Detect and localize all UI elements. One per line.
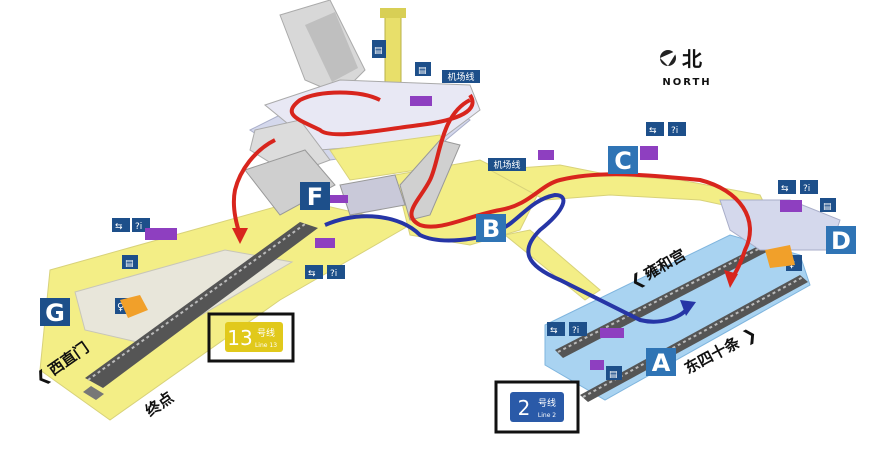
- line2-number: 2: [518, 396, 531, 420]
- svg-text:▤: ▤: [125, 259, 134, 269]
- svg-text:▤: ▤: [418, 66, 427, 76]
- ticket-icon: ⇆: [547, 322, 565, 336]
- svg-text:⇆: ⇆: [649, 126, 657, 136]
- elevator-icon: ▤: [606, 366, 622, 380]
- exit-a-badge[interactable]: A: [646, 348, 676, 377]
- svg-text:♀: ♀: [117, 302, 124, 313]
- ticket-icon: ⇆: [112, 218, 130, 232]
- exit-label: A: [652, 349, 671, 377]
- station-hall: [244, 0, 481, 221]
- transfer-route-red: [231, 90, 752, 288]
- info-icon: ?i: [668, 122, 686, 136]
- exit-label: G: [45, 299, 65, 327]
- svg-text:⇆: ⇆: [115, 222, 123, 232]
- line13-badge: 13 号线 Line 13: [207, 312, 295, 363]
- svg-text:?i: ?i: [330, 269, 337, 279]
- exit-c-badge[interactable]: C: [608, 146, 638, 175]
- airport-express-sign: 机场线: [488, 158, 526, 171]
- exit-label: D: [831, 227, 851, 255]
- line13-number: 13: [227, 326, 252, 350]
- compass-arrow-icon: [660, 50, 678, 66]
- elevator-icon: ▤: [372, 40, 386, 58]
- svg-text:▤: ▤: [823, 202, 832, 212]
- line2-cn: 号线: [538, 397, 556, 409]
- svg-text:?i: ?i: [803, 184, 810, 194]
- exit-label: B: [482, 215, 500, 243]
- ticket-icon: ⇆: [646, 122, 664, 136]
- info-icon: ?i: [800, 180, 818, 194]
- line13-platform: [39, 199, 412, 421]
- elevator-icon: ▤: [122, 255, 138, 269]
- svg-text:▤: ▤: [609, 370, 618, 380]
- compass-label-cn: 北: [682, 47, 702, 71]
- ticket-icon: ⇆: [778, 180, 796, 194]
- exit-d-badge[interactable]: D: [826, 226, 856, 255]
- svg-text:⇆: ⇆: [308, 269, 316, 279]
- line2-en: Line 2: [538, 412, 556, 419]
- info-icon: ?i: [569, 322, 587, 336]
- facility-icons: ?i ⇆ ▤ ♀ ▤ ▤ ⇆ ?i ⇆ ?i ▤ ♀ ⇆ ?i ⇆ ?i ▤: [112, 40, 836, 380]
- transfer-route-blue: [324, 192, 696, 324]
- elevator-icon: ▤: [415, 62, 431, 76]
- svg-text:?i: ?i: [135, 222, 142, 232]
- line2-badge: 2 号线 Line 2: [494, 380, 580, 434]
- exit-label: F: [307, 183, 323, 211]
- exit-b-badge[interactable]: B: [476, 214, 506, 243]
- svg-text:⇆: ⇆: [550, 326, 558, 336]
- svg-text:?i: ?i: [572, 326, 579, 336]
- ticket-icon: ⇆: [305, 265, 323, 279]
- airport-express-label: 机场线: [493, 159, 520, 171]
- elevator-icon: ▤: [820, 198, 836, 212]
- airport-express-sign: 机场线: [442, 70, 480, 83]
- exit-g-badge[interactable]: G: [40, 298, 70, 327]
- svg-text:⇆: ⇆: [781, 184, 789, 194]
- svg-text:?i: ?i: [671, 126, 678, 136]
- line13-cn: 号线: [257, 327, 275, 339]
- airport-express-label: 机场线: [447, 71, 474, 83]
- north-compass: 北 NORTH: [660, 47, 711, 88]
- compass-label-en: NORTH: [662, 77, 711, 88]
- svg-text:▤: ▤: [374, 46, 383, 56]
- arrow-right-icon: ❯: [739, 323, 760, 346]
- exit-label: C: [614, 147, 632, 175]
- exit-f-badge[interactable]: F: [300, 182, 330, 211]
- line13-en: Line 13: [255, 342, 277, 349]
- info-icon: ?i: [327, 265, 345, 279]
